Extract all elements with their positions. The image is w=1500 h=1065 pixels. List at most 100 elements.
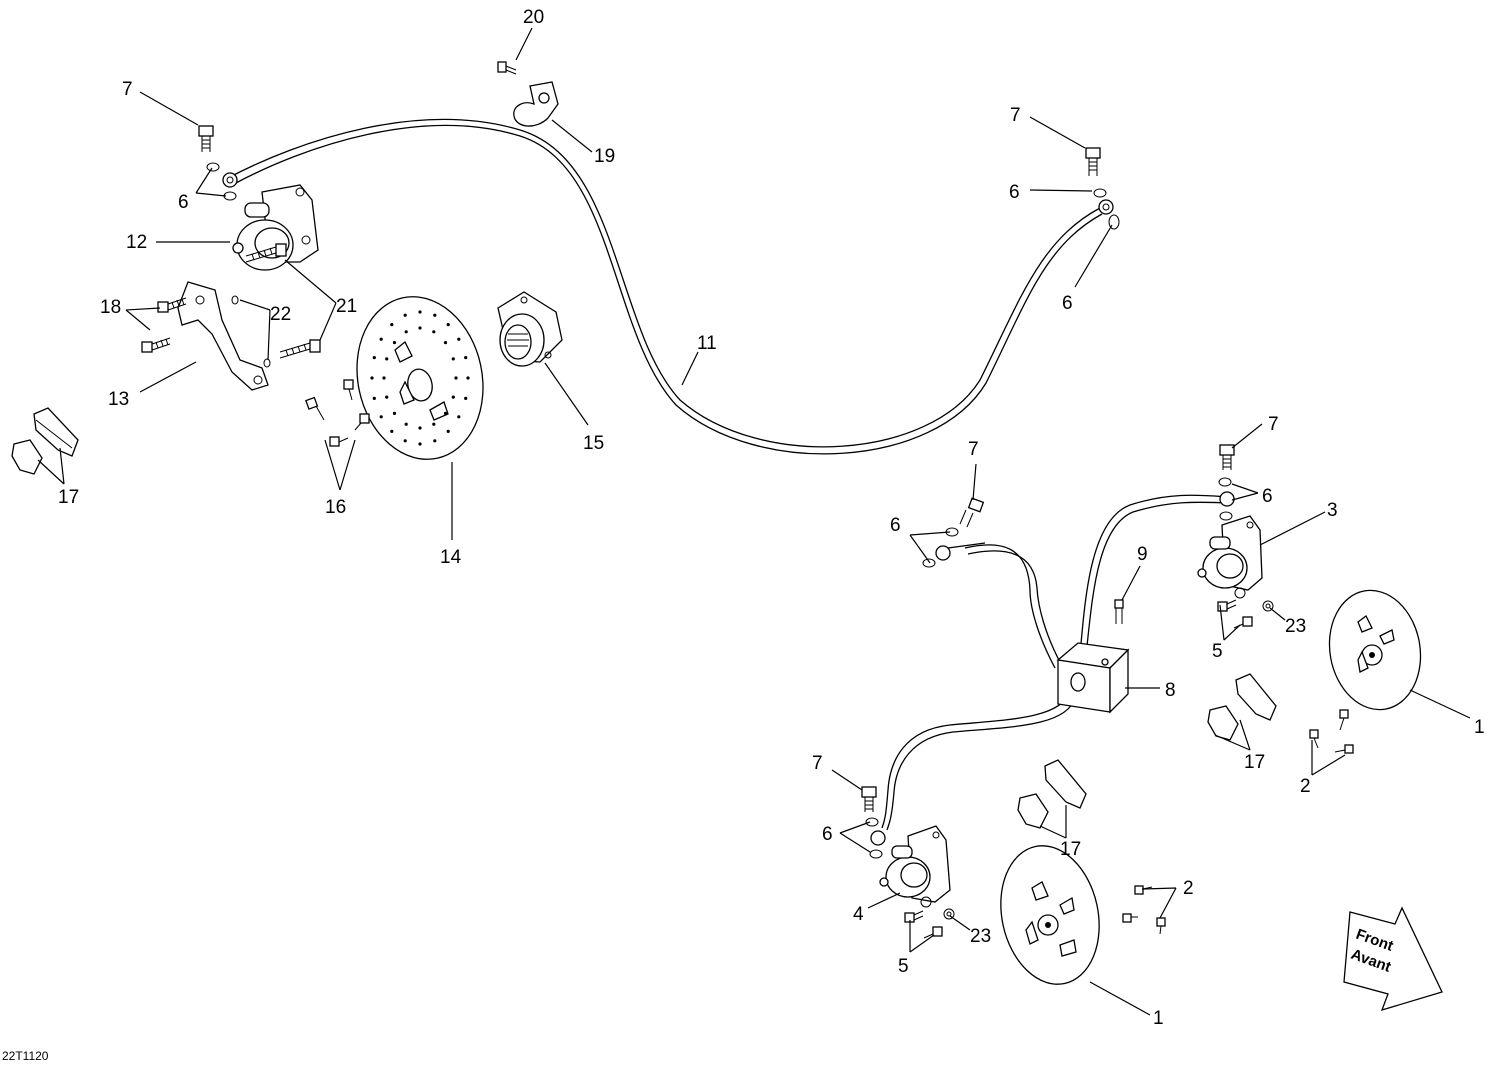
callout-7-front-right: 7	[1268, 414, 1279, 435]
callout-6-upper-right: 6	[1009, 182, 1020, 203]
disc-vent-hole	[379, 337, 383, 341]
wheel-hub	[497, 291, 563, 367]
diagram-code: 22T1120	[2, 1049, 49, 1063]
disc-vent-hole	[451, 357, 455, 361]
brake-hose-front-center	[947, 542, 1062, 669]
callout-23-left: 23	[970, 926, 991, 947]
disc-vent-hole	[418, 326, 422, 330]
callout-12: 12	[126, 232, 147, 253]
leader-lines	[37, 27, 1471, 1016]
distribution-block	[1056, 642, 1130, 714]
callout-2-left: 2	[1183, 878, 1194, 899]
spacer-washers	[231, 295, 271, 368]
disc-vent-hole	[392, 341, 397, 345]
callout-16: 16	[325, 497, 346, 518]
front-left-brake-caliper	[879, 825, 951, 903]
callout-4: 4	[853, 904, 864, 925]
callout-7-upper-right: 7	[1010, 105, 1021, 126]
front-left-washers	[920, 896, 955, 920]
callout-21: 21	[336, 296, 357, 317]
callout-7-front-left: 7	[812, 753, 823, 774]
front-right-caliper-bolts	[1217, 599, 1253, 629]
callout-8: 8	[1165, 680, 1176, 701]
disc-vent-hole	[404, 330, 408, 334]
disc-vent-hole	[372, 356, 376, 360]
front-left-brake-pads	[1017, 759, 1087, 829]
disc-vent-hole	[446, 429, 450, 433]
bracket-bolts	[141, 297, 187, 353]
disc-vent-hole	[443, 411, 448, 415]
callout-3: 3	[1327, 500, 1338, 521]
callout-6-upper-right-lower: 6	[1062, 293, 1073, 314]
disc-vent-hole	[403, 313, 407, 317]
disc-vent-hole	[418, 310, 422, 314]
callout-13: 13	[108, 389, 129, 410]
disc-vent-hole	[385, 357, 389, 361]
disc-vent-hole	[418, 426, 422, 430]
callout-17-right: 17	[1244, 752, 1265, 773]
disc-vent-hole	[464, 396, 468, 400]
block-mounting-bolt	[1114, 599, 1124, 624]
rear-brake-pads	[11, 407, 79, 475]
brake-hose-front-right	[1079, 494, 1229, 656]
rear-brake-caliper	[232, 184, 319, 271]
disc-vent-hole	[418, 442, 422, 446]
rear-banjo-bolt	[198, 125, 238, 201]
disc-vent-hole	[382, 376, 386, 380]
front-right-brake-disc	[1328, 589, 1422, 711]
clamp-screw	[497, 61, 517, 75]
caliper-mounting-bolts	[245, 243, 321, 359]
front-left-brake-disc	[1000, 845, 1100, 985]
caliper-bracket	[177, 281, 269, 391]
disc-screws	[305, 379, 370, 447]
callout-9: 9	[1137, 544, 1148, 565]
callout-18: 18	[100, 297, 121, 318]
brake-hose-front-left	[881, 691, 1076, 831]
callout-7: 7	[122, 79, 133, 100]
rear-brake-disc	[356, 296, 484, 460]
callout-17-center: 17	[1060, 839, 1081, 860]
callout-labels: 7 6 12 18 13 22 21 20 19 11 15 14 16 17 …	[58, 7, 1485, 1029]
callout-6-center: 6	[890, 515, 901, 536]
callout-20: 20	[523, 7, 544, 28]
callout-6-front-right: 6	[1262, 486, 1273, 507]
front-direction-arrow: Front Avant	[1343, 906, 1443, 1011]
disc-vent-hole	[390, 429, 394, 433]
disc-vent-hole	[457, 415, 461, 419]
disc-vent-hole	[433, 313, 437, 317]
callout-6: 6	[178, 192, 189, 213]
disc-vent-hole	[464, 356, 468, 360]
callout-1-right: 1	[1474, 717, 1485, 738]
callout-17-rear: 17	[58, 487, 79, 508]
disc-vent-hole	[379, 415, 383, 419]
disc-vent-hole	[457, 337, 461, 341]
center-banjo-bolt	[922, 497, 985, 568]
callout-1-left: 1	[1153, 1008, 1164, 1029]
front-right-washers	[1234, 587, 1274, 612]
callout-23-right: 23	[1285, 616, 1306, 637]
disc-vent-hole	[390, 323, 394, 327]
disc-vent-hole	[370, 376, 374, 380]
front-right-disc-screws	[1309, 709, 1354, 754]
callout-6-front-left: 6	[822, 824, 833, 845]
callout-11: 11	[697, 333, 717, 354]
disc-vent-hole	[403, 439, 407, 443]
disc-vent-hole	[451, 395, 455, 399]
front-right-banjo-bolt	[1218, 444, 1235, 521]
callout-5-right: 5	[1212, 641, 1223, 662]
disc-vent-hole	[446, 323, 450, 327]
disc-vent-hole	[404, 422, 408, 426]
disc-vent-hole	[432, 330, 436, 334]
front-right-brake-pads	[1207, 673, 1277, 741]
disc-vent-hole	[372, 396, 376, 400]
disc-vent-hole	[454, 376, 458, 380]
disc-vent-hole	[385, 395, 389, 399]
disc-vent-hole	[432, 422, 436, 426]
callout-2-right: 2	[1300, 776, 1311, 797]
disc-vent-hole	[443, 341, 448, 345]
upper-right-banjo-bolt	[1085, 147, 1120, 230]
disc-vent-hole	[433, 439, 437, 443]
hose-clamp	[513, 81, 559, 127]
front-left-banjo-bolt	[861, 786, 886, 859]
